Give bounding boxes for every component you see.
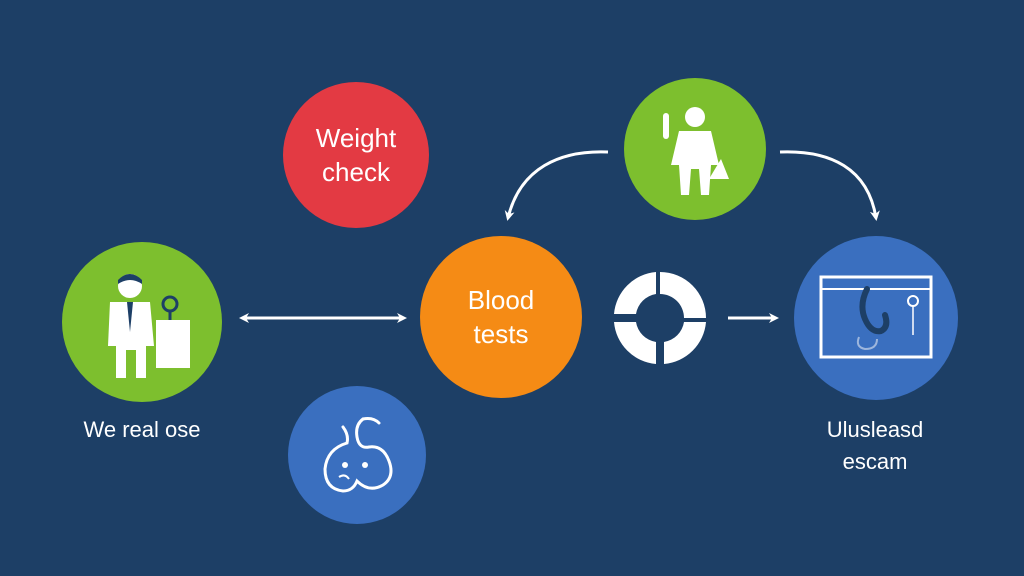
ultrasound-caption: Ulusleasd escam	[826, 417, 924, 474]
ultrasound-node	[794, 236, 958, 400]
person-node	[624, 78, 766, 220]
weight-check-label: Weight check	[315, 123, 397, 187]
blood-tests-node: Blood tests	[420, 236, 582, 398]
person-with-test-tube-icon	[663, 107, 729, 195]
curved-arrow-left	[504, 150, 609, 221]
doctor-caption: We real ose	[83, 417, 201, 442]
doctor-with-clipboard-icon	[108, 274, 190, 378]
cycle-ring-icon	[614, 272, 706, 364]
ultrasound-monitor-icon	[819, 275, 933, 359]
stomach-node	[288, 386, 426, 524]
stomach-icon	[323, 417, 393, 493]
doctor-node	[62, 242, 222, 402]
weight-check-node: Weight check	[283, 82, 429, 228]
blood-tests-label: Blood tests	[467, 285, 535, 349]
curved-arrow-right	[779, 150, 880, 221]
